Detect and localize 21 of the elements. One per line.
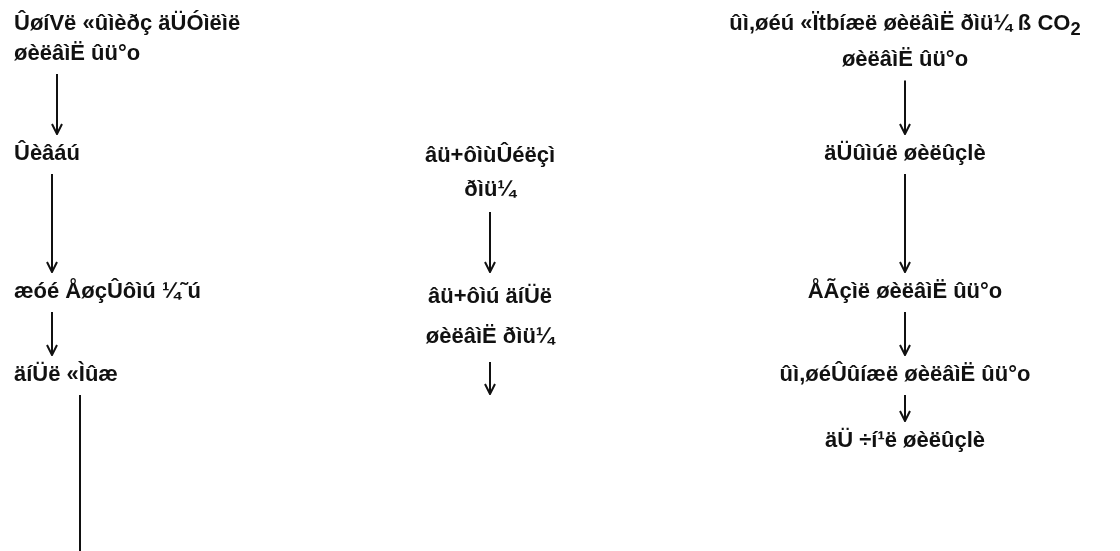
arrow: [51, 73, 63, 135]
arrow: [46, 311, 58, 356]
step-text: ÛøíVë «ûìèðç äÜÓìëìë øèëâìË ûü°o: [14, 8, 276, 68]
arrow: [899, 394, 911, 422]
arrow: [46, 173, 58, 273]
arrow: [899, 311, 911, 356]
step-text: äÜûìúë øèëûçlè: [745, 138, 1065, 168]
step-text: äíÜë «Ìûæ: [14, 359, 194, 389]
step-text: ûì,øéú «Ïtbíæë øèëâìË ðìü¼ ß CO$_{2}$ øèëâìË ûü°o: [705, 8, 1105, 75]
step-text: Ûèâáú: [14, 138, 134, 168]
arrow: [899, 79, 911, 135]
arrow: [899, 173, 911, 273]
step-text: âü+ôìùÛéëçì ðìü¼: [405, 138, 575, 206]
step-text: ûì,øéÛûíæë øèëâìË ûü°o: [735, 359, 1075, 389]
arrow: [484, 361, 496, 395]
step-text: ÅÃçìë øèëâìË ûü°o: [745, 276, 1065, 306]
step-text: âü+ôìú äíÜë øèëâìË ðìü¼: [405, 276, 575, 356]
arrow: [484, 211, 496, 273]
step-text: æóé ÅøçÛôìú ¼˜ú: [14, 276, 294, 306]
connector-line: [79, 394, 81, 551]
step-text: äÜ ÷í¹ë øèëûçlè: [745, 425, 1065, 455]
